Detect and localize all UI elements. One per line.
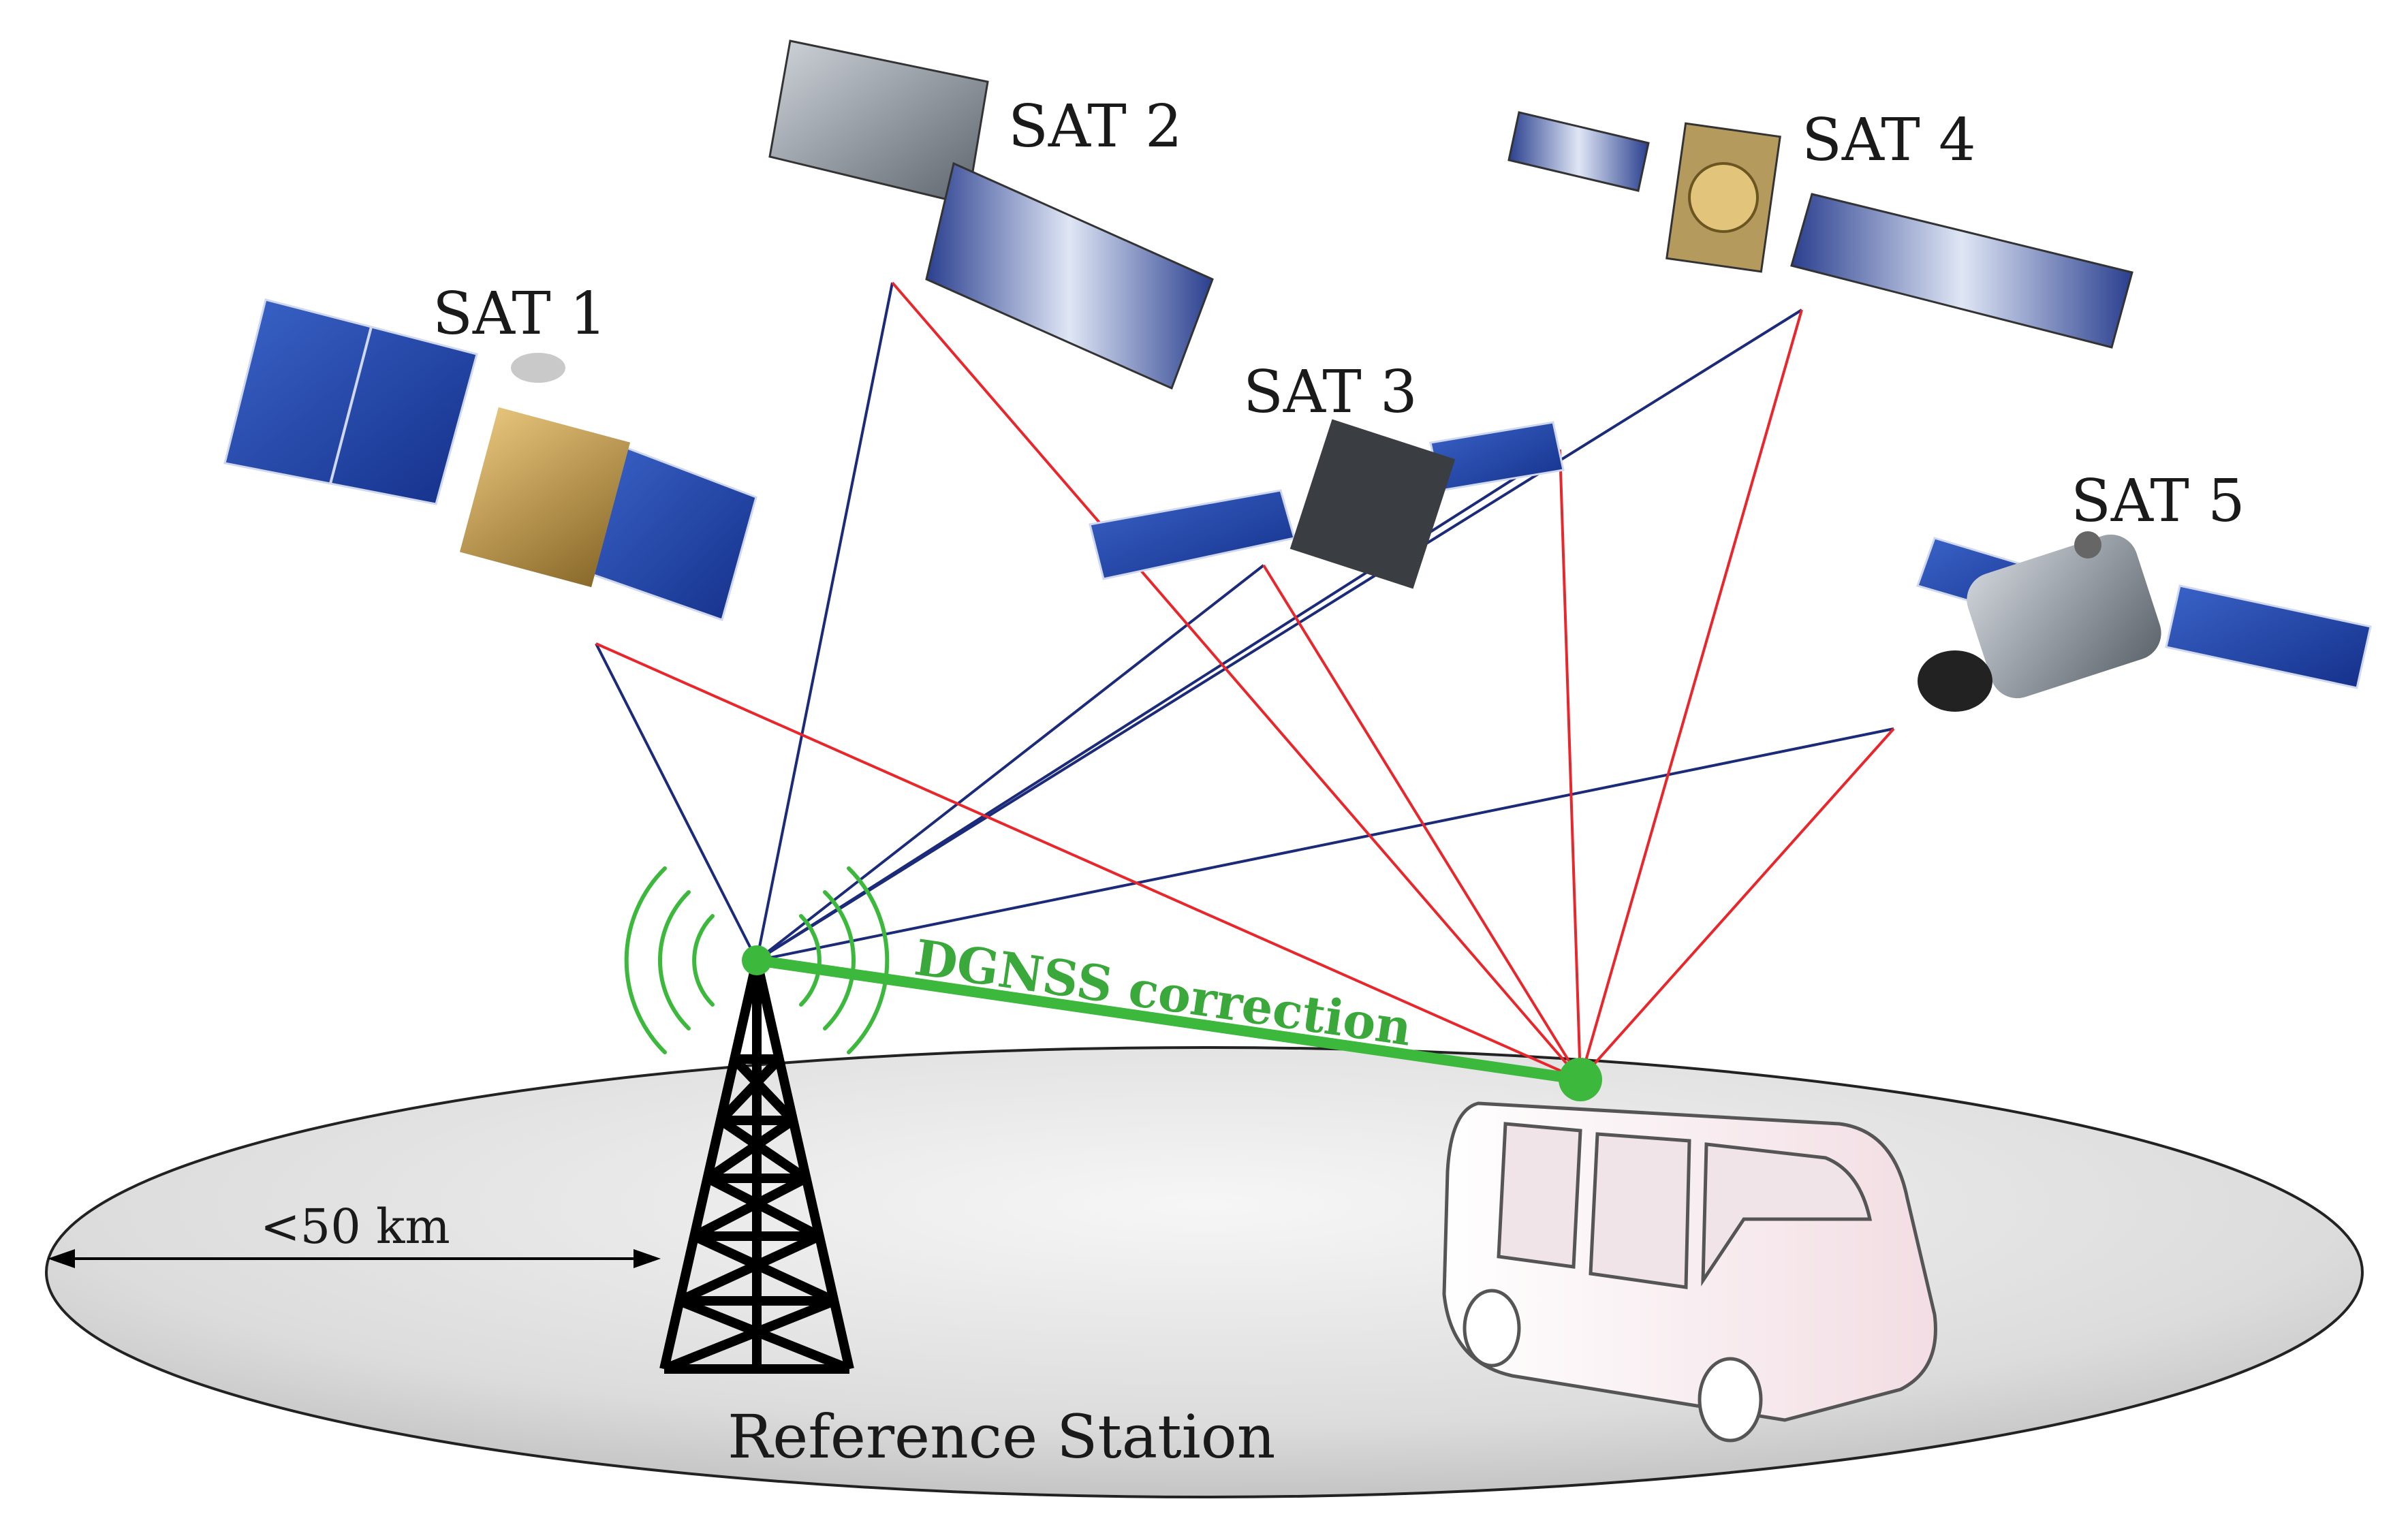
tower-icon bbox=[659, 959, 854, 1374]
satellite-3 bbox=[1089, 419, 1565, 589]
satellite-3-label: SAT 3 bbox=[1243, 358, 1418, 426]
reference-signal-lines bbox=[595, 282, 1894, 962]
reference-antenna bbox=[742, 945, 772, 975]
satellite-4 bbox=[1507, 111, 2133, 349]
dgnss-correction-link bbox=[755, 955, 1582, 1085]
rover-antenna bbox=[1559, 1058, 1602, 1101]
radio-waves-icon bbox=[624, 866, 890, 1054]
satellite-2 bbox=[768, 40, 1214, 390]
rover-signal-lines bbox=[595, 281, 1895, 1081]
van-icon bbox=[1442, 1101, 1937, 1443]
distance-label: <50 km bbox=[260, 1199, 450, 1255]
distance-arrow bbox=[48, 1249, 661, 1268]
satellite-5 bbox=[1916, 531, 2372, 712]
satellite-1 bbox=[223, 298, 757, 621]
satellite-1-label: SAT 1 bbox=[433, 280, 607, 348]
satellite-4-label: SAT 4 bbox=[1802, 106, 1976, 174]
satellite-5-label: SAT 5 bbox=[2071, 467, 2245, 535]
satellite-2-label: SAT 2 bbox=[1008, 93, 1183, 161]
dgnss-correction-label: DGNSS correction bbox=[911, 928, 1416, 1057]
reference-station-label: Reference Station bbox=[728, 1402, 1275, 1472]
